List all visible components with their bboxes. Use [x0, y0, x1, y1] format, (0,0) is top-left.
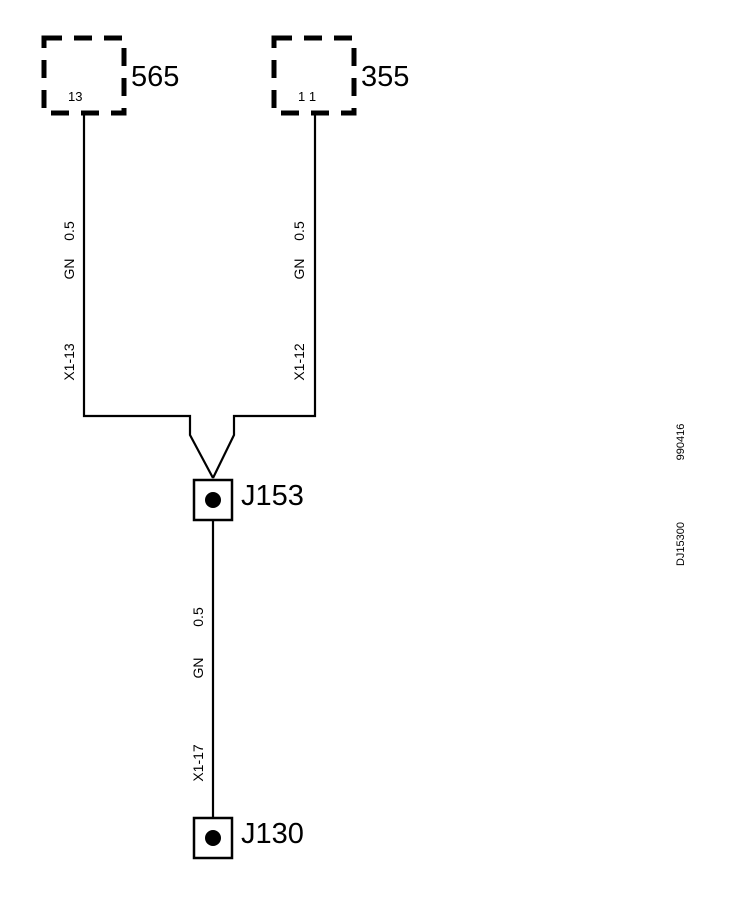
side-code-doc-id: DJ15300	[675, 522, 687, 566]
component-565[interactable]: 13 565	[41, 35, 179, 116]
component-565-pin: 13	[68, 89, 82, 104]
splice-j153-label: J153	[241, 480, 304, 512]
component-355[interactable]: 1 1 355	[271, 35, 409, 116]
wire-bottom-color: GN	[190, 658, 206, 679]
wire-right-connector: X1-12	[291, 343, 307, 381]
wire-left-connector: X1-13	[61, 343, 77, 381]
wire-left-color: GN	[61, 259, 77, 280]
side-code-date: 990416	[675, 424, 687, 461]
splice-j153-dot	[205, 492, 221, 508]
component-565-label: 565	[131, 61, 179, 93]
wire-right[interactable]	[212, 113, 317, 479]
splice-j153[interactable]: J153	[192, 478, 304, 522]
wire-right-size: 0.5	[291, 221, 307, 241]
wire-left[interactable]	[82, 113, 214, 479]
wire-right-color: GN	[291, 259, 307, 280]
component-565-box	[41, 35, 127, 116]
splice-j153-box	[192, 478, 234, 522]
splice-j130-label: J130	[241, 818, 304, 850]
splice-j130-dot	[205, 830, 221, 846]
wire-bottom-size: 0.5	[190, 607, 206, 627]
component-355-label: 355	[361, 61, 409, 93]
component-355-pin: 1 1	[298, 89, 316, 104]
splice-j130[interactable]: J130	[192, 816, 304, 860]
wire-left-size: 0.5	[61, 221, 77, 241]
wire-bottom-connector: X1-17	[190, 744, 206, 782]
